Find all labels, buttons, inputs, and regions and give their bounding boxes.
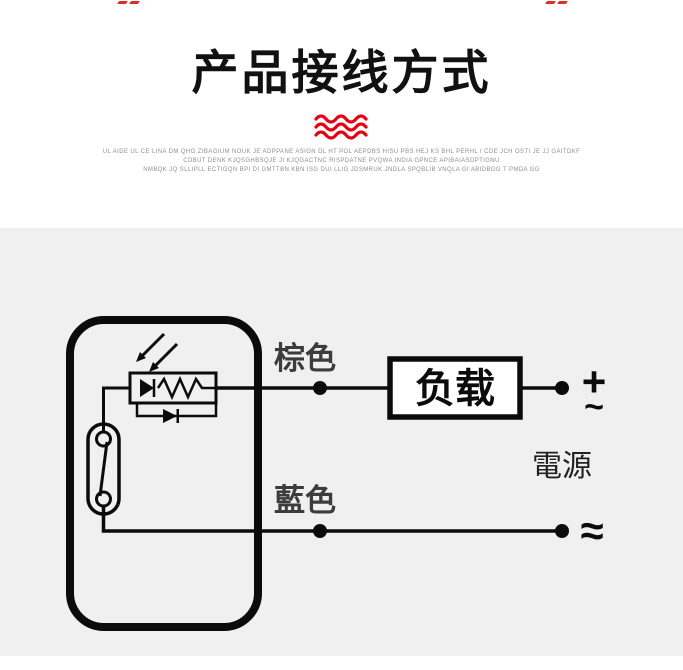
load-box	[387, 356, 523, 420]
fine-print-line: UL AIDE UL CE LINA DM QHG ZIBAGIUM NOUK …	[102, 149, 581, 155]
wave-line	[313, 130, 368, 140]
light-arrow-1	[139, 332, 166, 359]
fine-print-line: NMBQK JQ SLLIPLL ECTIGQN BPI DI GMTTBN K…	[143, 167, 540, 173]
power-label: 電源	[532, 450, 592, 483]
terminal-dot-top	[555, 381, 569, 395]
terminal-plus: +	[582, 358, 607, 405]
resistor-icon	[156, 375, 216, 401]
top-left-red-mark	[117, 0, 142, 7]
diode-bar	[176, 409, 179, 423]
junction-dot-bottom	[313, 524, 327, 538]
diode-icon	[163, 409, 177, 423]
terminal-tilde: ~	[584, 388, 604, 426]
light-arrow-2-head	[149, 362, 159, 372]
load-label: 负载	[415, 367, 495, 411]
wave-line	[313, 122, 368, 132]
sensor-body	[66, 316, 262, 631]
blue-wire	[101, 506, 562, 533]
terminal-dot-bottom	[555, 524, 569, 538]
led-icon	[140, 379, 154, 397]
reed-lever	[98, 441, 109, 497]
terminal-approx: ≈	[580, 507, 603, 554]
fine-print-line: CDBUT DENK KJQSGHBSQJE JI KJQGACTNC RISP…	[183, 158, 500, 164]
light-arrow-1-head	[136, 352, 146, 362]
red-wave-decoration	[313, 114, 371, 147]
wiring-diagram: 棕色 藍色 负载 電源 + ~ ≈	[66, 316, 607, 631]
junction-dot-top	[313, 381, 327, 395]
internal-wire-top	[102, 386, 130, 432]
reed-contact-bottom	[95, 490, 112, 508]
reed-contact-top	[95, 430, 112, 448]
wave-line	[313, 114, 368, 124]
fine-print: UL AIDE UL CE LINA DM QHG ZIBAGIUM NOUK …	[0, 148, 683, 175]
top-right-red-mark	[545, 0, 570, 7]
page-title: 产品接线方式	[191, 46, 492, 99]
light-arrow-2	[152, 342, 179, 369]
brown-wire-label: 棕色	[274, 341, 336, 376]
blue-wire-label: 藍色	[274, 483, 336, 518]
diagram-panel: 棕色 藍色 负载 電源 + ~ ≈	[0, 228, 683, 656]
